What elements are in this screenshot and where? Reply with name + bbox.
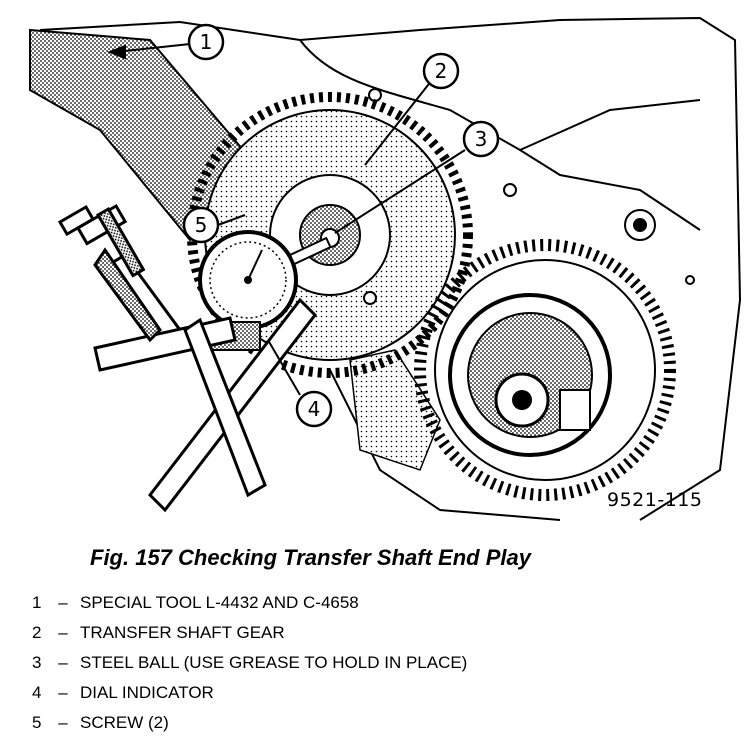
legend-dash: – <box>58 713 68 732</box>
legend-text: SPECIAL TOOL L-4432 AND C-4658 <box>80 593 359 612</box>
callout-3 <box>462 120 500 158</box>
callout-5 <box>182 206 220 244</box>
legend-number: 2 <box>32 623 42 642</box>
legend-list: 1 – SPECIAL TOOL L-4432 AND C-4658 2 – T… <box>32 588 467 738</box>
callout-bubbles <box>182 23 500 428</box>
transfer-shaft-illustration: 1 2 3 4 5 <box>29 16 742 521</box>
callout-3-label: 3 <box>475 127 488 151</box>
callout-5-label: 5 <box>195 213 208 237</box>
legend-text: TRANSFER SHAFT GEAR <box>80 623 285 642</box>
figure-id-label: 9521-115 <box>607 489 703 511</box>
legend-item: 1 – SPECIAL TOOL L-4432 AND C-4658 <box>32 588 467 618</box>
legend-number: 4 <box>32 683 42 702</box>
legend-item: 2 – TRANSFER SHAFT GEAR <box>32 618 467 648</box>
legend-dash: – <box>58 653 68 672</box>
callout-1 <box>187 23 225 61</box>
legend-item: 3 – STEEL BALL (USE GREASE TO HOLD IN PL… <box>32 648 467 678</box>
callout-4-label: 4 <box>308 397 321 421</box>
output-gear <box>414 239 676 501</box>
legend-dash: – <box>58 593 68 612</box>
dial-indicator <box>198 230 332 351</box>
legend-dash: – <box>58 683 68 702</box>
figure-caption: Fig. 157 Checking Transfer Shaft End Pla… <box>90 545 531 570</box>
legend-dash: – <box>58 623 68 642</box>
callout-4 <box>295 390 333 428</box>
legend-text: SCREW (2) <box>80 713 169 732</box>
callout-leaders <box>107 43 466 396</box>
legend-number: 3 <box>32 653 42 672</box>
callout-1-label: 1 <box>200 30 213 54</box>
legend-number: 5 <box>32 713 42 732</box>
callout-2 <box>422 52 460 90</box>
legend-item: 5 – SCREW (2) <box>32 708 467 738</box>
legend-text: DIAL INDICATOR <box>80 683 214 702</box>
tool-bars <box>57 203 317 513</box>
callout-2-label: 2 <box>435 59 448 83</box>
legend-item: 4 – DIAL INDICATOR <box>32 678 467 708</box>
legend-text: STEEL BALL (USE GREASE TO HOLD IN PLACE) <box>80 653 468 672</box>
legend-number: 1 <box>32 593 42 612</box>
